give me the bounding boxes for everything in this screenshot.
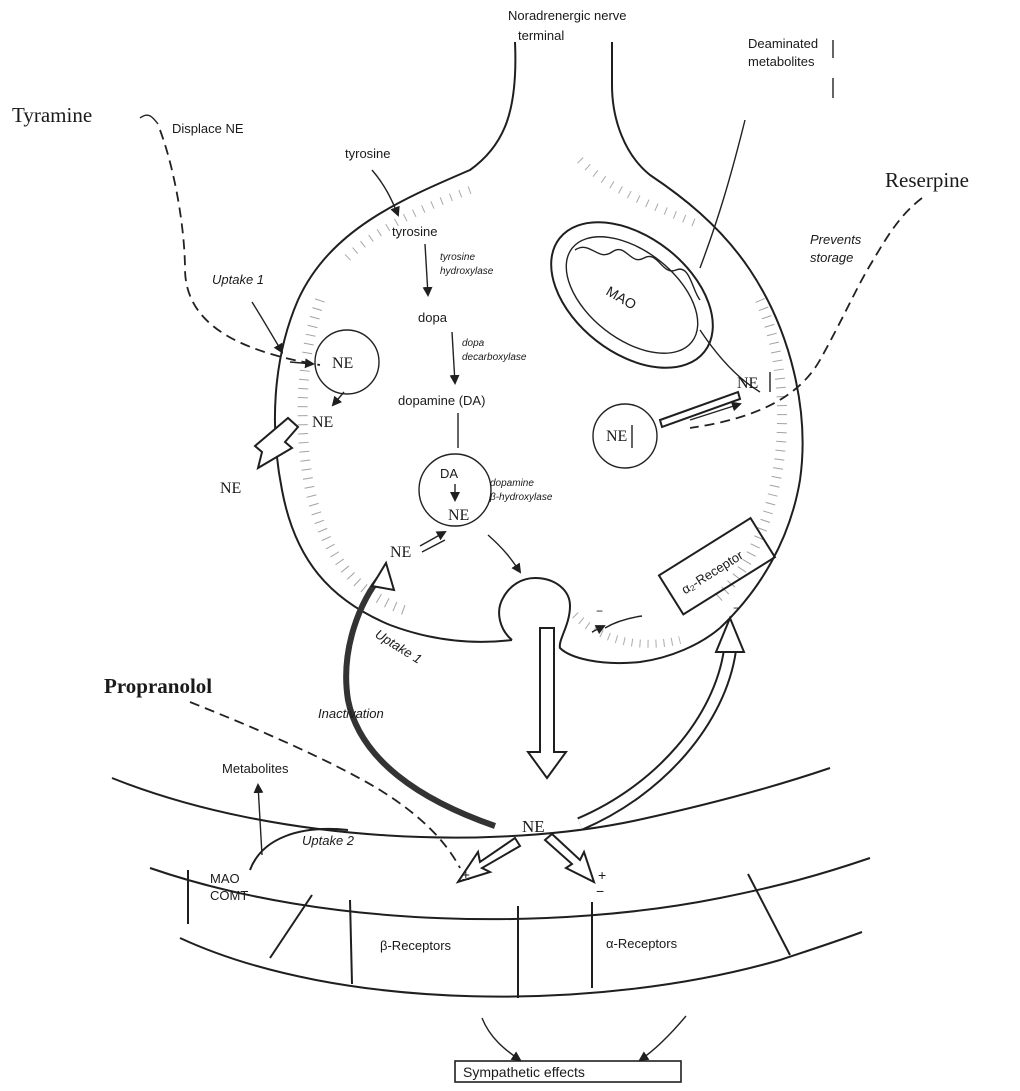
reserpine-note-line1: Prevents [810, 232, 862, 247]
tyramine-dashed-path [160, 130, 320, 365]
deaminated-line [700, 120, 745, 268]
inactivation-arrowhead [372, 563, 394, 590]
ne-in-da-vesicle: NE [448, 507, 469, 524]
beta-to-effects-arrow [482, 1018, 520, 1060]
ne-out-vesicle-line [422, 540, 445, 552]
alpha2-minus-sign: − [733, 601, 740, 615]
inactivation-label: Inactivation [318, 706, 384, 721]
ne-in-right-vesicle: NE [606, 428, 627, 445]
deaminated-line2: metabolites [748, 54, 815, 69]
tyrosine-outside: tyrosine [345, 146, 391, 161]
mao-label: MAO [604, 283, 640, 313]
tyramine-tilde [140, 115, 158, 124]
alpha2-receptor: α₂-Receptor [659, 518, 775, 614]
tyrosine-label: tyrosine [392, 224, 438, 239]
vesicle-to-release-arrow [488, 535, 520, 572]
uptake1-lower-label: Uptake 1 [373, 626, 425, 666]
inactivation-uptake1-path [346, 575, 495, 826]
sympathetic-effects-label: Sympathetic effects [463, 1064, 585, 1080]
alpha-to-effects-arrow [640, 1016, 686, 1060]
ne-in-left-vesicle: NE [332, 355, 353, 372]
ne-cytoplasm-lower: NE [390, 544, 411, 561]
enzyme2-line1: dopa [462, 338, 485, 349]
enzyme3-line1: dopamine [490, 478, 534, 489]
uptake1-upper-arrow [252, 302, 282, 352]
da-label: DA [440, 466, 458, 481]
beta-plus-minus: ± [462, 867, 470, 883]
right-vesicle-hollow-arrow [660, 392, 740, 427]
ne-cytoplasm-left: NE [312, 414, 333, 431]
tyrosine-to-dopa-arrow [425, 244, 428, 295]
deaminated-line1: Deaminated [748, 36, 818, 51]
dopa-to-dopamine-arrow [452, 332, 455, 383]
tyramine-label: Tyramine [12, 103, 92, 127]
propranolol-label: Propranolol [104, 674, 212, 698]
ne-to-alpha2-arrow [716, 618, 744, 652]
alpha-plus: + [598, 867, 606, 883]
beta-receptors-label: β-Receptors [380, 938, 452, 953]
dopa-label: dopa [418, 310, 448, 325]
ne-into-vesicle-arrow [420, 532, 445, 546]
dopamine-label: dopamine (DA) [398, 393, 485, 408]
reserpine-dashed-path [690, 198, 922, 428]
ne-cytoplasm-right: NE [737, 375, 758, 392]
enzyme3-line2: β-hydroxylase [489, 492, 553, 503]
enzyme2-line2: decarboxylase [462, 352, 527, 363]
left-vesicle-leak-arrow [333, 392, 344, 405]
alpha-receptors-label: α-Receptors [606, 936, 678, 951]
ne-release-arrow [528, 628, 566, 778]
terminal-title-line2: terminal [518, 28, 564, 43]
alpha2-inhibit-line [605, 616, 642, 628]
enzyme1-line2: hydroxylase [440, 266, 494, 277]
terminal-title-line1: Noradrenergic nerve [508, 8, 627, 23]
reserpine-note-line2: storage [810, 250, 853, 265]
ne-to-alpha-arrow [545, 834, 594, 882]
enzyme1-line1: tyrosine [440, 252, 475, 263]
tyrosine-entry-arrow [372, 170, 398, 215]
metabolites-label: Metabolites [222, 761, 289, 776]
comt-postsynaptic: COMT [210, 888, 248, 903]
alpha2-receptor-label: α₂-Receptor [679, 547, 747, 597]
alpha2-feedback-minus: − [596, 604, 603, 618]
uptake2-label: Uptake 2 [302, 833, 355, 848]
uptake1-upper-label: Uptake 1 [212, 272, 264, 287]
ne-extracellular-left: NE [220, 480, 241, 497]
tyramine-note: Displace NE [172, 121, 244, 136]
mao-postsynaptic: MAO [210, 871, 240, 886]
alpha-minus: − [596, 883, 604, 899]
reserpine-label: Reserpine [885, 168, 969, 192]
